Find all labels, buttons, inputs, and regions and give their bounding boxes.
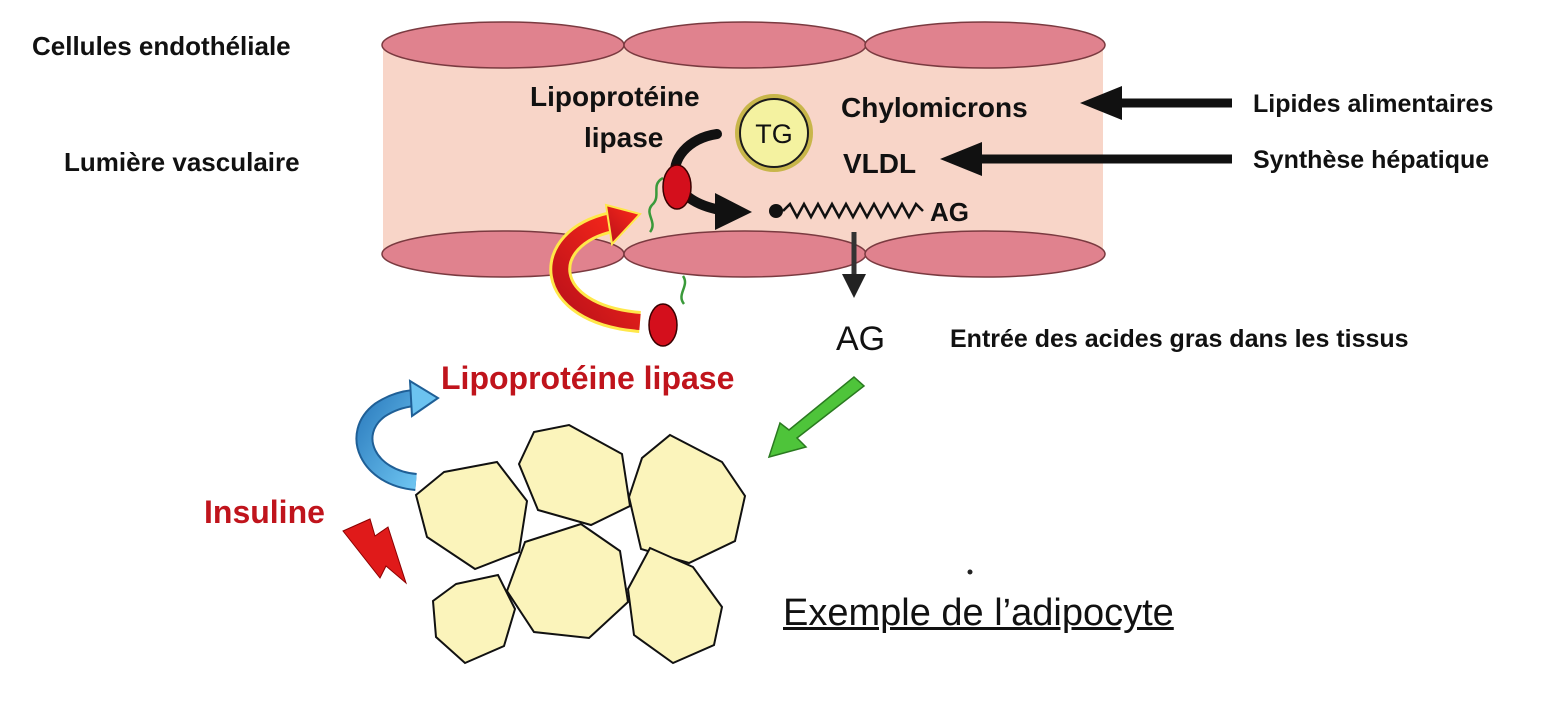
- stray-dot: [967, 569, 973, 575]
- adipocyte-cluster: [414, 423, 747, 665]
- endothelial-cell: [623, 21, 867, 69]
- down-arrow-icon: [842, 232, 866, 298]
- endothelial-cells-bottom: [381, 230, 1106, 278]
- label-vldl: VLDL: [843, 148, 917, 179]
- label-adipocyte-example: Exemple de l’adipocyte: [783, 592, 1174, 634]
- curved-red-arrow-icon: [549, 203, 642, 333]
- label-ag-tissue: AG: [836, 320, 886, 358]
- adipocyte: [627, 433, 747, 565]
- green-arrow-icon: [767, 376, 866, 459]
- label-ag-chain: AG: [930, 197, 969, 227]
- tg-particle: [735, 94, 813, 172]
- fatty-acid-chain: [769, 201, 924, 220]
- endothelial-cell: [381, 21, 625, 69]
- label-hepatic-synthesis: Synthèse hépatique: [1253, 146, 1490, 174]
- adipocyte: [431, 573, 517, 665]
- label-endothelial-cells: Cellules endothéliale: [32, 31, 291, 61]
- label-lpl-red: Lipoprotéine lipase: [441, 360, 735, 396]
- arrow-hepatic-synthesis: [940, 142, 1232, 176]
- endothelial-cell: [864, 230, 1106, 278]
- endothelial-cell: [864, 21, 1106, 69]
- adipocyte: [414, 460, 529, 571]
- label-dietary-lipids: Lipides alimentaires: [1253, 90, 1494, 118]
- label-insulin: Insuline: [204, 494, 325, 530]
- adipocyte: [517, 423, 632, 527]
- lpl-enzyme-lower: [648, 275, 687, 347]
- label-vascular-lumen: Lumière vasculaire: [64, 147, 300, 177]
- adipocyte: [505, 522, 630, 640]
- label-lpl-top-line2: lipase: [584, 122, 664, 153]
- curved-blue-arrow-icon: [355, 379, 440, 491]
- endothelial-cell: [623, 230, 867, 278]
- endothelial-cells-top: [381, 21, 1106, 69]
- label-tg: TG: [755, 119, 793, 149]
- lightning-icon: [342, 518, 408, 585]
- arrow-dietary-lipids: [1080, 86, 1232, 120]
- label-fatty-acid-entry: Entrée des acides gras dans les tissus: [950, 325, 1409, 353]
- label-chylomicrons: Chylomicrons: [841, 92, 1028, 123]
- label-lpl-top-line1: Lipoprotéine: [530, 81, 700, 112]
- adipocyte: [626, 546, 724, 665]
- lpl-enzyme-upper: [648, 164, 692, 233]
